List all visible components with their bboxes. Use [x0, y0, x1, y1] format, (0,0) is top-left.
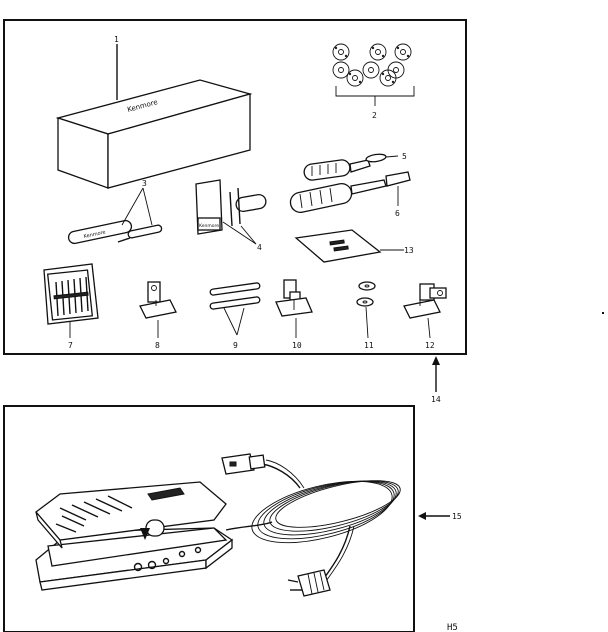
part-label-3: 3: [142, 179, 147, 188]
part-label-7: 7: [68, 341, 73, 350]
needle-pack: [43, 263, 99, 338]
part-label-5: 5: [402, 152, 407, 161]
screwdriver-small: [303, 153, 399, 181]
accessory-box: Kenmore: [55, 44, 253, 189]
foot-control-cord: [221, 453, 401, 597]
part-label-12: 12: [425, 341, 435, 350]
part-label-1: 1: [114, 35, 119, 44]
needles: Kenmore: [67, 187, 163, 245]
part-label-6: 6: [395, 209, 400, 218]
part-label-9: 9: [233, 341, 238, 350]
foot-control-pedal: [35, 481, 234, 591]
part-label-15: 15: [452, 512, 462, 521]
part-label-4: 4: [257, 243, 262, 252]
diagram-code: H5: [447, 623, 458, 632]
buttonhole-foot: [403, 283, 447, 339]
part-label-10: 10: [292, 341, 302, 350]
part-label-2: 2: [372, 111, 377, 120]
part-label-13: 13: [404, 246, 414, 255]
card-brand-text: Kenmore: [199, 223, 219, 229]
part-label-14: 14: [431, 395, 441, 404]
presser-foot-zigzag: [139, 281, 177, 338]
instruction-card: Kenmore: [195, 179, 267, 245]
callout-15: [418, 512, 450, 520]
seam-guides: [209, 282, 261, 336]
screwdriver-large: [289, 171, 411, 214]
part-label-8: 8: [155, 341, 160, 350]
attachments-panel: [3, 19, 467, 355]
needles-brand-text: Kenmore: [83, 229, 106, 239]
foot-control-panel: [3, 405, 415, 632]
bobbins: [332, 43, 415, 106]
callout-14: [432, 356, 440, 392]
part-label-11: 11: [364, 341, 374, 350]
spool-discs: [356, 281, 376, 339]
throat-plate: [294, 229, 404, 263]
zipper-foot: [275, 279, 313, 338]
